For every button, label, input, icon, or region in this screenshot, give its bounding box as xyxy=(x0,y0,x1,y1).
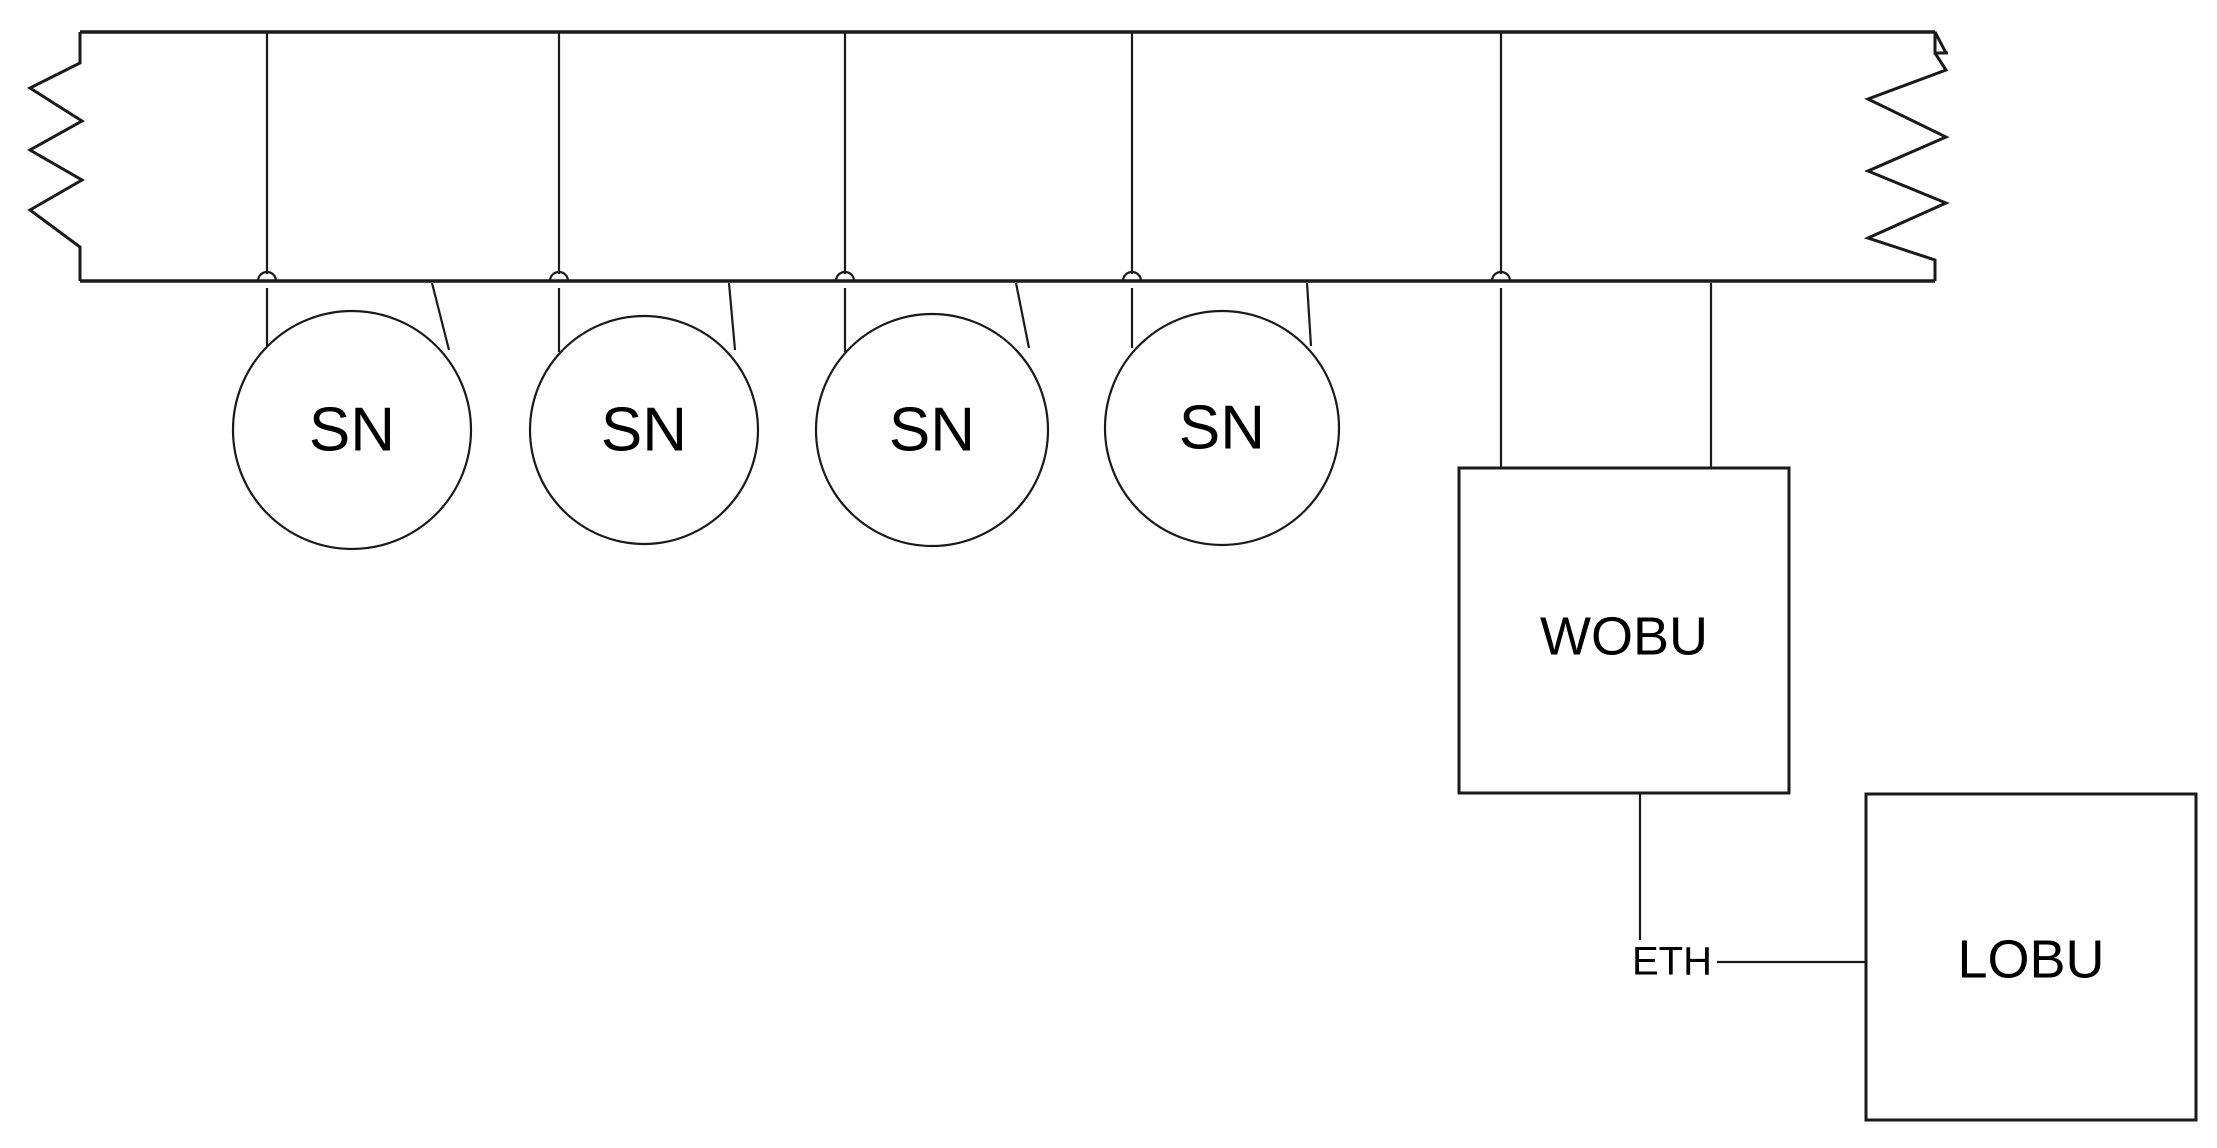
eth-label: ETH xyxy=(1632,940,1712,984)
wobu-feed-lines xyxy=(1499,283,1713,468)
sensor-node-2-circle[interactable] xyxy=(528,314,760,546)
sensor-node-1-circle[interactable] xyxy=(231,309,473,551)
sensor-drop-lines xyxy=(256,32,1512,352)
sensor-node-1[interactable]: SN xyxy=(231,309,473,551)
bus-crossing-hop-4 xyxy=(1121,270,1143,282)
sensor-node-3-circle[interactable] xyxy=(814,312,1050,548)
sensor-node-2-label: SN xyxy=(601,395,687,464)
bus-right-break-zigzag-main xyxy=(1863,32,1950,281)
sensor-node-1-label: SN xyxy=(309,395,395,464)
sensor-node-3-label: SN xyxy=(889,395,975,464)
bus-crossing-hop-2 xyxy=(548,270,570,282)
wobu-unit[interactable]: WOBU xyxy=(1457,466,1791,795)
pipeline-bus xyxy=(26,30,1950,283)
lobu-label: LOBU xyxy=(1957,929,2104,989)
tap-line-sn-3 xyxy=(1014,282,1031,349)
sensor-node-3[interactable]: SN xyxy=(814,312,1050,548)
bus-right-break-zigzag xyxy=(1933,31,1948,55)
wobu-label: WOBU xyxy=(1540,606,1708,666)
sensor-node-4-circle[interactable] xyxy=(1103,309,1341,547)
bus-left-break-zigzag xyxy=(26,32,86,281)
tap-line-sn-2 xyxy=(727,282,737,351)
lobu-box[interactable] xyxy=(1864,792,2198,1122)
bus-crossing-hop-5 xyxy=(1490,270,1512,282)
sensor-tap-lines xyxy=(430,282,1313,351)
sensor-node-group: SN SN SN SN xyxy=(231,309,1341,551)
bus-crossing-hop-1 xyxy=(256,270,278,282)
bus-crossing-hop-3 xyxy=(834,270,856,282)
sensor-node-4[interactable]: SN xyxy=(1103,309,1341,547)
wobu-box[interactable] xyxy=(1457,466,1791,795)
lobu-unit[interactable]: LOBU xyxy=(1864,792,2198,1122)
sensor-node-2[interactable]: SN xyxy=(528,314,760,546)
eth-link-group: ETH xyxy=(1632,793,1866,984)
tap-line-sn-4 xyxy=(1305,282,1313,347)
tap-line-sn-1 xyxy=(430,282,451,351)
sensor-node-4-label: SN xyxy=(1179,393,1265,462)
